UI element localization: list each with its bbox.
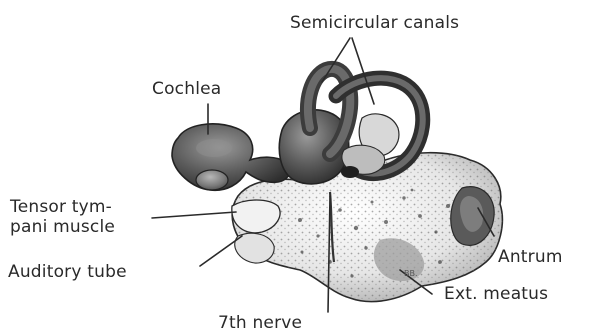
label-antrum: Antrum (498, 247, 563, 267)
leader-tensor (152, 212, 236, 218)
cochlea-shape (172, 124, 290, 190)
label-auditory-tube: Auditory tube (8, 262, 127, 282)
label-tensor-line-2: pani muscle (10, 217, 115, 237)
artist-signature: BB. (404, 269, 418, 278)
label-semicircular-canals: Semicircular canals (290, 13, 459, 33)
leader-auditory-tube (200, 236, 242, 266)
label-cochlea: Cochlea (152, 79, 221, 99)
label-seventh-nerve: 7th nerve (218, 313, 302, 333)
label-ext-meatus: Ext. meatus (444, 284, 548, 304)
semicircular-canals-shape (279, 69, 422, 184)
label-tensor-line-1: Tensor tym- (9, 197, 112, 217)
